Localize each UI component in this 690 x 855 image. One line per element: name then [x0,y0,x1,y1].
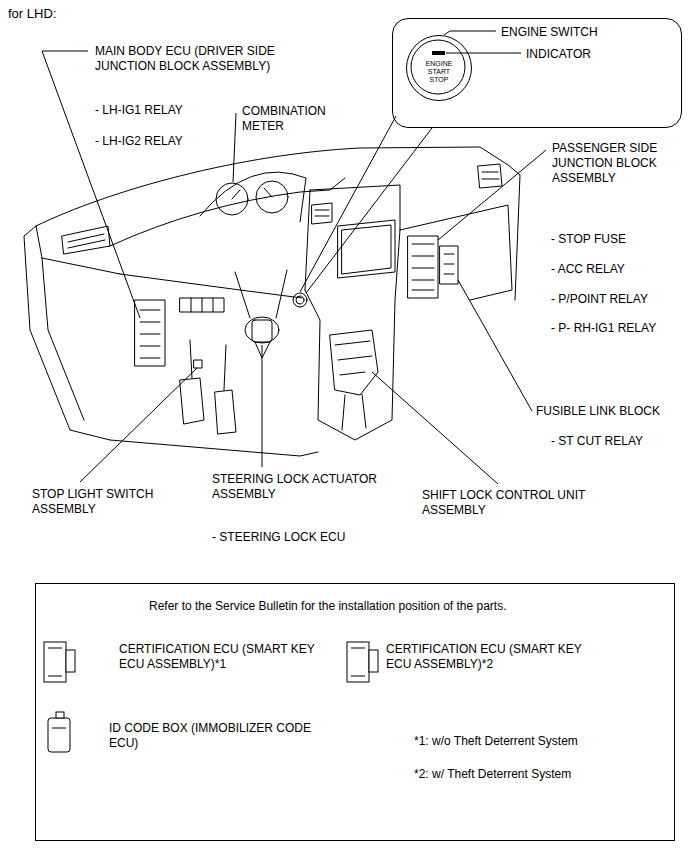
part-label: - STEERING LOCK ECU [212,530,345,545]
part-label: - P- RH-IG1 RELAY [551,321,656,336]
inset-box: ENGINE SWITCH INDICATOR ENGINE START STOP [392,18,682,128]
diagram-title: for LHD: [8,6,56,21]
node-text: *1: w/o Theft Deterrent System [414,734,578,749]
part-label: COMBINATION METER [242,104,342,134]
part-label: MAIN BODY ECU (DRIVER SIDE JUNCTION BLOC… [95,44,310,74]
part-label: - STOP FUSE [551,232,626,247]
part-label: - LH-IG1 RELAY [95,103,183,118]
part-label: - LH-IG2 RELAY [95,134,183,149]
note-box: Refer to the Service Bulletin for the in… [35,583,675,841]
part-label: - ACC RELAY [551,262,625,277]
part-label: - ST CUT RELAY [551,434,643,449]
button-text: ENGINE START STOP [423,60,455,84]
node-text: INDICATOR [526,47,591,62]
node-text: *2: w/ Theft Deterrent System [414,767,571,782]
part-label: PASSENGER SIDE JUNCTION BLOCK ASSEMBLY [552,141,677,186]
part-label: STEERING LOCK ACTUATOR ASSEMBLY [212,472,402,502]
engine-switch-button: ENGINE START STOP [406,35,472,101]
part-label: FUSIBLE LINK BLOCK [536,404,660,419]
node-text: Refer to the Service Bulletin for the in… [149,599,507,614]
node-text: ID CODE BOX (IMMOBILIZER CODE ECU) [109,721,319,751]
node-text: CERTIFICATION ECU (SMART KEY ECU ASSEMBL… [119,642,329,672]
node-text: ENGINE SWITCH [501,25,598,40]
part-label: STOP LIGHT SWITCH ASSEMBLY [32,487,182,517]
node-text: CERTIFICATION ECU (SMART KEY ECU ASSEMBL… [386,642,596,672]
part-label: SHIFT LOCK CONTROL UNIT ASSEMBLY [422,488,627,518]
part-label: - P/POINT RELAY [551,292,648,307]
